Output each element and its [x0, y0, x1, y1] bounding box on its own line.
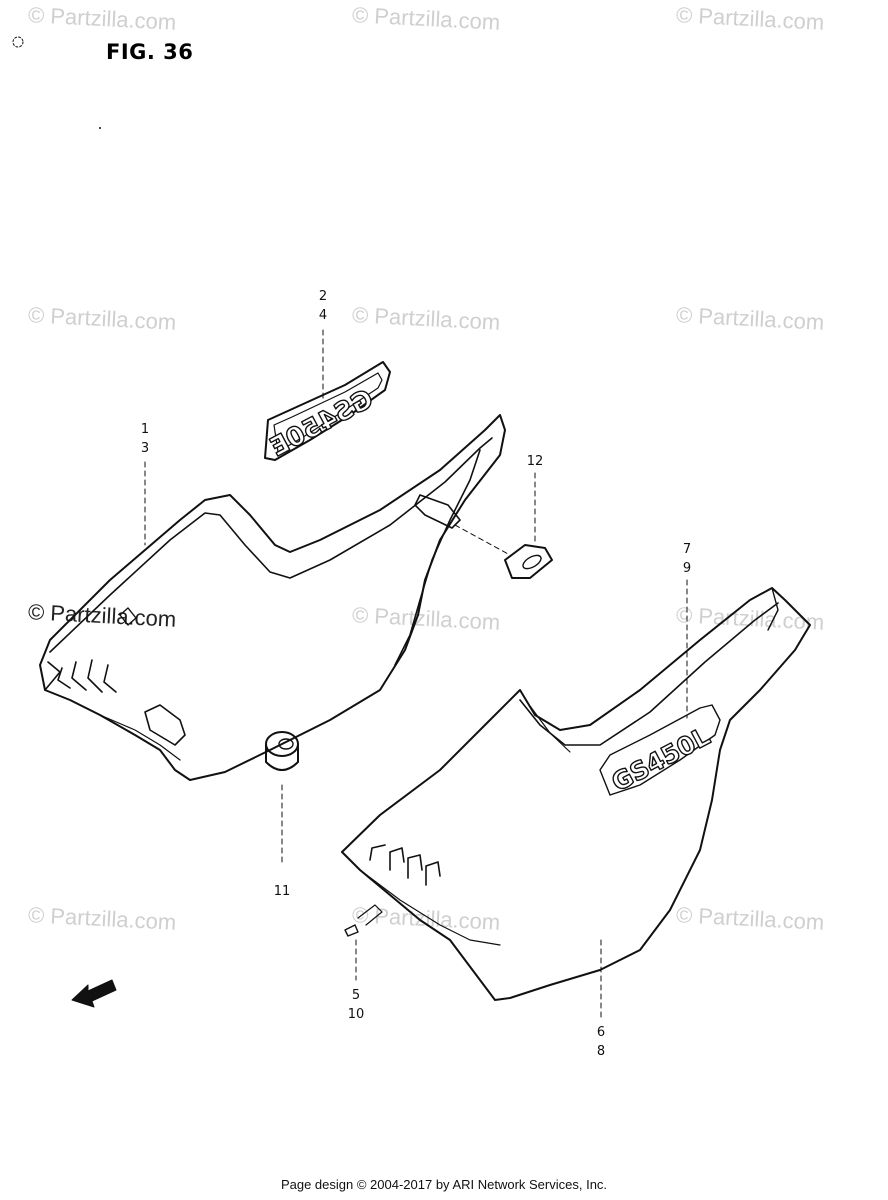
callout-number: 2 [318, 289, 328, 304]
callout-number: 3 [140, 441, 150, 456]
callout-number: 12 [526, 454, 544, 469]
callout-number: 6 [596, 1025, 606, 1040]
callout-7-9: 7 9 [675, 540, 699, 578]
callout-number: 5 [351, 988, 361, 1003]
callout-6-8: 6 8 [589, 1023, 613, 1061]
upper-decal [264, 361, 391, 461]
leader-lines [144, 329, 688, 1021]
callout-1-3: 1 3 [133, 420, 157, 458]
left-frame-cover [39, 414, 506, 781]
decal-right-text: GS450L [607, 721, 715, 797]
callout-number: 8 [596, 1044, 606, 1059]
fwd-label: FWD [88, 987, 108, 1002]
callout-2-4: 2 4 [311, 287, 335, 325]
callout-12: 12 [523, 452, 547, 471]
grommet-11 [265, 731, 299, 771]
callout-5-10: 5 10 [344, 986, 368, 1024]
grommet-12 [504, 544, 553, 579]
screw-5-10 [344, 904, 383, 937]
corner-mark [12, 36, 24, 48]
stray-dot [99, 127, 101, 129]
callout-number: 9 [682, 561, 692, 576]
page-footer: Page design © 2004-2017 by ARI Network S… [280, 1177, 608, 1192]
callout-number: 4 [318, 308, 328, 323]
right-frame-cover [341, 587, 811, 1001]
fwd-arrow-icon [71, 979, 117, 1008]
callout-number: 1 [140, 422, 150, 437]
callout-number: 7 [682, 542, 692, 557]
figure-title: FIG. 36 [106, 40, 194, 64]
callout-number: 11 [273, 884, 291, 899]
callout-11: 11 [270, 882, 294, 901]
callout-number: 10 [347, 1007, 365, 1022]
